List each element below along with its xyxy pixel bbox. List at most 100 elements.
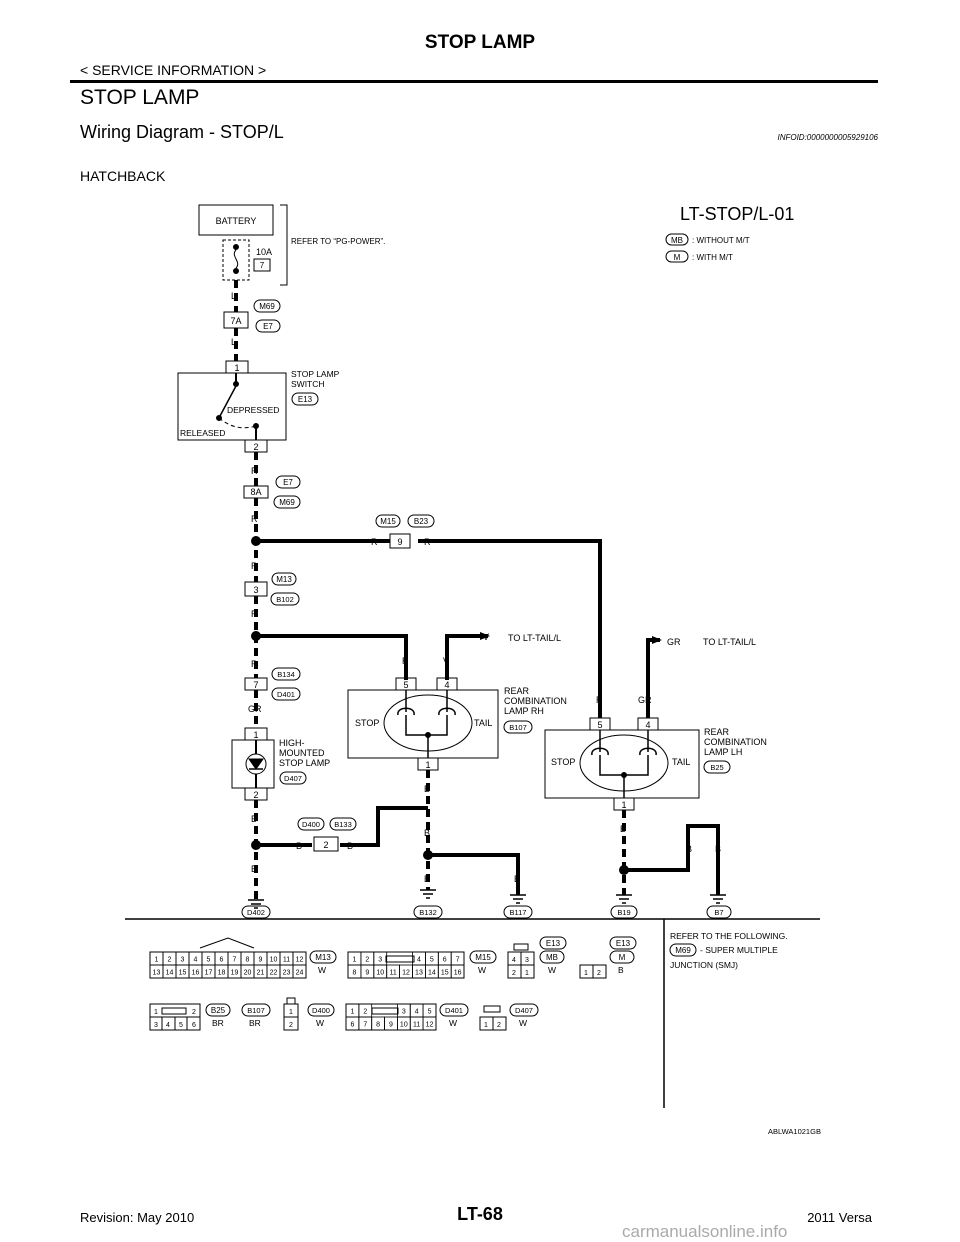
connector-badge: [375, 514, 401, 528]
arrow-icon: [652, 636, 662, 644]
pin-number: 2: [168, 957, 172, 964]
pin-number: 1: [154, 1009, 158, 1016]
pin-number: 12: [426, 1022, 434, 1029]
connector-badge: [539, 936, 567, 950]
connector-color: BR: [212, 1018, 224, 1028]
wire-label: B: [686, 844, 692, 854]
connector-badge: [205, 1003, 231, 1017]
pin-label: 4: [645, 720, 650, 730]
tail-label: TAIL: [474, 718, 492, 728]
ground-icon: [420, 889, 436, 899]
footer-model: 2011 Versa: [807, 1210, 872, 1225]
connector-id: M15: [380, 517, 396, 526]
arrow-icon: [480, 632, 490, 640]
header-section: < SERVICE INFORMATION >: [80, 62, 267, 78]
switch-contact: [233, 381, 239, 387]
pin-label: 5: [403, 680, 408, 690]
wire-label: B: [424, 828, 430, 838]
connector-color: W: [449, 1018, 457, 1028]
pin-label: 1: [253, 730, 258, 740]
connector-color: W: [478, 965, 486, 975]
pin-number: 10: [376, 970, 384, 977]
pin-number: 9: [389, 1022, 393, 1029]
smj-text: - SUPER MULTIPLE: [700, 945, 778, 955]
connector-id: B102: [276, 595, 294, 604]
connector-id: B25: [211, 1006, 226, 1015]
pin-number: 16: [192, 970, 200, 977]
connector-badge: [469, 950, 497, 964]
header-rule: [70, 80, 878, 83]
pin-label: 1: [234, 363, 239, 373]
pin-number: 14: [166, 970, 174, 977]
wire-label: V: [483, 632, 489, 642]
connector-badge: [275, 475, 301, 489]
wire-label: R: [371, 537, 378, 547]
pin-number: 10: [270, 957, 278, 964]
page-heading: STOP LAMP: [80, 86, 200, 109]
pin-number: 2: [365, 957, 369, 964]
pin-number: 2: [512, 970, 516, 977]
connector-id: M13: [276, 575, 292, 584]
ground-id: B117: [510, 908, 527, 917]
wire-label: R: [402, 656, 409, 666]
connector-9: [389, 533, 411, 549]
connector-id: MB: [546, 953, 558, 962]
pin-number: 17: [205, 970, 213, 977]
pin-number: 3: [154, 1022, 158, 1029]
pin-number: 11: [413, 1022, 420, 1029]
connector-badge: [271, 687, 301, 701]
junction-dot: [621, 772, 627, 778]
connector-id: E13: [298, 395, 313, 404]
lamp-name: STOP LAMP: [279, 758, 330, 768]
wire-b: [428, 853, 520, 895]
connector-badge: [271, 667, 301, 681]
connector-id: B107: [247, 1006, 265, 1015]
wire-label: R: [251, 561, 258, 571]
pin-number: 5: [179, 1022, 183, 1029]
legend-code: MB: [671, 236, 683, 245]
connector-badge: [329, 817, 357, 831]
connector-id: M69: [675, 946, 691, 955]
pin-label: 7: [253, 680, 258, 690]
pin-number: 22: [270, 970, 278, 977]
pin-label: 2: [253, 442, 258, 452]
bulb-icon: [591, 730, 657, 798]
header-title: STOP LAMP: [424, 32, 536, 53]
pin-number: 2: [497, 1022, 501, 1029]
bulb-icon: [397, 690, 456, 758]
fuse-terminal: [233, 268, 239, 274]
connector-id: E7: [263, 322, 273, 331]
switch-arm: [219, 385, 237, 417]
stop-label: STOP: [551, 757, 575, 767]
wire-label: B: [715, 844, 721, 854]
pin-number: 1: [584, 970, 588, 977]
connector-badge: [291, 392, 319, 406]
connector-badge: [279, 771, 307, 785]
fuse-rating: 10A: [256, 247, 272, 257]
connector-id: B134: [277, 670, 295, 679]
connector-face-b25-b107: 1 2 3 4 5 6: [149, 1003, 201, 1031]
ground-id: B132: [419, 908, 437, 917]
pin-number: 23: [283, 970, 291, 977]
pin-number: 11: [390, 970, 397, 977]
connector-badge: [270, 592, 300, 606]
connector-face-d407: 1 2: [479, 1005, 507, 1031]
connector-badge: [253, 299, 281, 313]
pin-number: 2: [192, 1009, 196, 1016]
connector-face-e13-m: 1 2: [579, 964, 607, 979]
switch-name: SWITCH: [291, 379, 325, 389]
pin-number: 10: [400, 1022, 408, 1029]
connector-badge: [703, 760, 731, 774]
pin-number: 8: [246, 957, 250, 964]
connector-badge: [669, 943, 697, 957]
wire-b: [340, 806, 428, 847]
wire-label: L: [231, 291, 236, 301]
connector-id: M15: [475, 953, 491, 962]
connector-id: D407: [284, 774, 302, 783]
pin-number: 4: [166, 1022, 170, 1029]
connector-id: D400: [302, 820, 320, 829]
splice: [251, 536, 261, 546]
pin-number: 7: [363, 1022, 367, 1029]
